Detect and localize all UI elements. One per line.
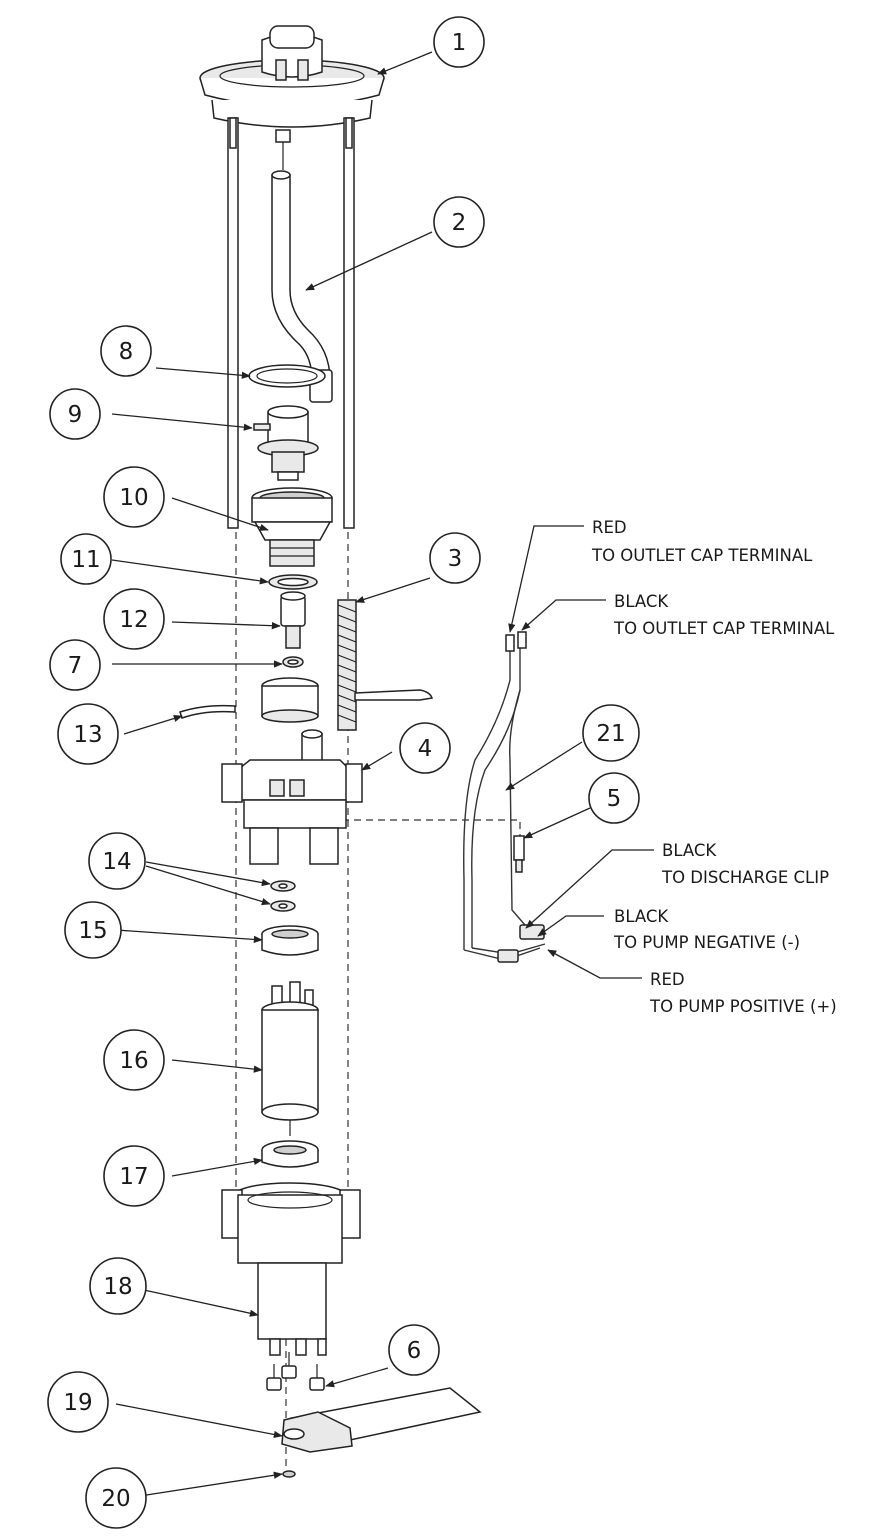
svg-text:TO OUTLET CAP TERMINAL: TO OUTLET CAP TERMINAL bbox=[591, 546, 813, 565]
part-terminal bbox=[513, 835, 525, 873]
callout-5: 5 bbox=[588, 772, 640, 824]
svg-text:1: 1 bbox=[452, 30, 467, 56]
part-retaining-clips bbox=[179, 689, 433, 719]
svg-text:5: 5 bbox=[607, 786, 622, 812]
svg-text:17: 17 bbox=[119, 1164, 148, 1190]
svg-text:8: 8 bbox=[119, 339, 134, 365]
svg-text:11: 11 bbox=[71, 547, 100, 573]
svg-text:10: 10 bbox=[119, 485, 148, 511]
svg-text:TO PUMP POSITIVE (+): TO PUMP POSITIVE (+) bbox=[649, 997, 837, 1016]
svg-text:18: 18 bbox=[103, 1274, 132, 1300]
callout-19: 19 bbox=[47, 1371, 109, 1433]
callout-15: 15 bbox=[64, 901, 122, 959]
svg-text:2: 2 bbox=[452, 210, 467, 236]
callout-9: 9 bbox=[49, 388, 101, 440]
callout-8: 8 bbox=[100, 325, 152, 377]
svg-text:19: 19 bbox=[63, 1390, 92, 1416]
svg-text:3: 3 bbox=[448, 546, 463, 572]
svg-text:13: 13 bbox=[73, 722, 102, 748]
svg-text:RED: RED bbox=[650, 970, 685, 989]
svg-text:6: 6 bbox=[407, 1338, 422, 1364]
wire-label-black-discharge: BLACK TO DISCHARGE CLIP bbox=[661, 841, 829, 887]
callout-10: 10 bbox=[103, 466, 165, 528]
part-lower-isolator bbox=[261, 1140, 319, 1168]
svg-text:20: 20 bbox=[101, 1486, 130, 1512]
wire-label-leaders bbox=[508, 525, 654, 979]
svg-text:15: 15 bbox=[78, 918, 107, 944]
svg-text:21: 21 bbox=[596, 721, 625, 747]
part-spring bbox=[337, 599, 357, 731]
svg-text:BLACK: BLACK bbox=[614, 592, 669, 611]
part-wire-harness bbox=[463, 631, 546, 963]
wire-label-red-positive: RED TO PUMP POSITIVE (+) bbox=[649, 970, 837, 1016]
callout-2: 2 bbox=[433, 196, 485, 248]
svg-text:16: 16 bbox=[119, 1048, 148, 1074]
wire-label-red-outlet: RED TO OUTLET CAP TERMINAL bbox=[591, 518, 813, 565]
part-o-ring-11 bbox=[268, 574, 318, 590]
callout-13: 13 bbox=[57, 703, 119, 765]
callout-6: 6 bbox=[388, 1324, 440, 1376]
part-inlet-filter bbox=[281, 1387, 482, 1478]
svg-text:14: 14 bbox=[102, 849, 131, 875]
callout-12: 12 bbox=[103, 588, 165, 650]
part-fitting bbox=[253, 405, 319, 481]
part-flange-cap bbox=[199, 25, 385, 529]
part-upper-isolator bbox=[261, 925, 319, 956]
callout-16: 16 bbox=[103, 1029, 165, 1091]
callout-17: 17 bbox=[103, 1145, 165, 1207]
svg-text:TO DISCHARGE CLIP: TO DISCHARGE CLIP bbox=[661, 868, 829, 887]
leader-lines bbox=[111, 51, 591, 1497]
part-pump-body bbox=[221, 729, 363, 865]
svg-text:9: 9 bbox=[68, 402, 83, 428]
svg-text:BLACK: BLACK bbox=[662, 841, 717, 860]
callout-4: 4 bbox=[399, 722, 451, 774]
part-housing bbox=[251, 487, 333, 567]
svg-text:RED: RED bbox=[592, 518, 627, 537]
wire-label-black-negative: BLACK TO PUMP NEGATIVE (-) bbox=[613, 907, 800, 952]
part-washers bbox=[270, 880, 296, 912]
svg-text:12: 12 bbox=[119, 607, 148, 633]
part-screws bbox=[266, 1352, 325, 1391]
callout-3: 3 bbox=[429, 532, 481, 584]
part-clamp-ring bbox=[248, 364, 326, 388]
part-valve bbox=[280, 591, 306, 649]
callout-11: 11 bbox=[60, 533, 112, 585]
callout-18: 18 bbox=[89, 1257, 147, 1315]
svg-text:4: 4 bbox=[418, 736, 433, 762]
part-reservoir-collar bbox=[261, 677, 319, 723]
svg-text:TO OUTLET CAP TERMINAL: TO OUTLET CAP TERMINAL bbox=[613, 619, 835, 638]
part-fuel-pump bbox=[261, 981, 319, 1136]
svg-text:TO PUMP NEGATIVE (-): TO PUMP NEGATIVE (-) bbox=[613, 933, 800, 952]
part-small-ring bbox=[282, 656, 304, 668]
callout-14: 14 bbox=[88, 832, 146, 890]
callout-20: 20 bbox=[85, 1467, 147, 1529]
svg-text:BLACK: BLACK bbox=[614, 907, 669, 926]
callout-1: 1 bbox=[433, 16, 485, 68]
wire-label-black-outlet: BLACK TO OUTLET CAP TERMINAL bbox=[613, 592, 835, 638]
callout-21: 21 bbox=[582, 704, 640, 762]
part-reservoir-bucket bbox=[221, 1182, 361, 1356]
svg-text:7: 7 bbox=[68, 653, 83, 679]
callout-7: 7 bbox=[49, 639, 101, 691]
